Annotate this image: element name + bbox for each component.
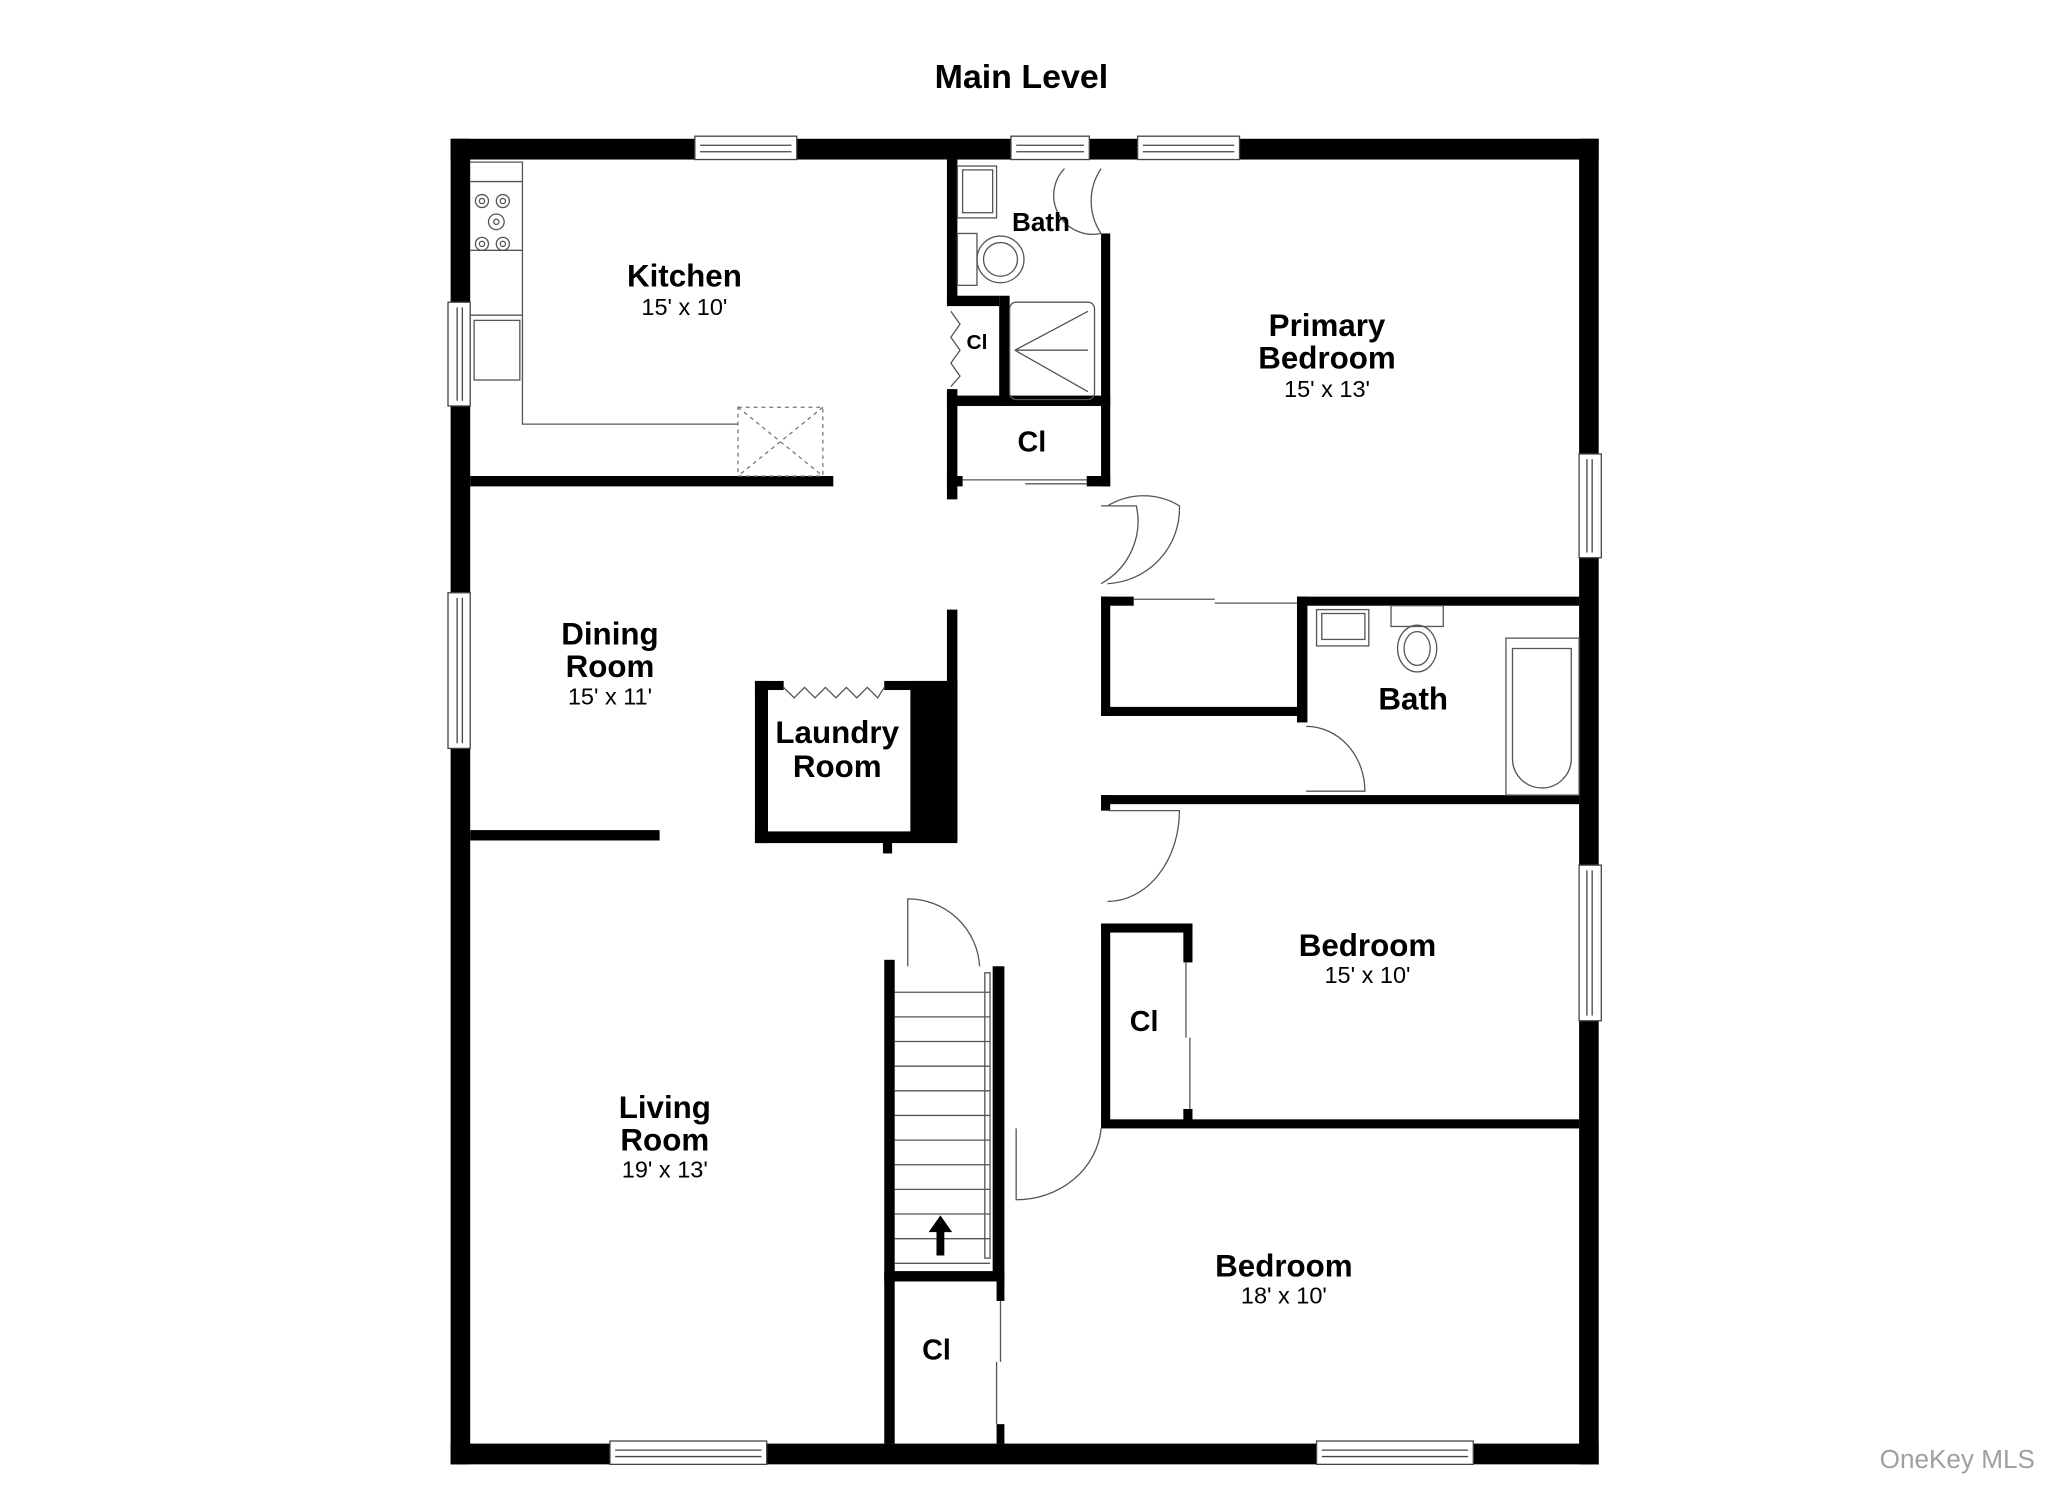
room-name: Cl xyxy=(1130,1006,1159,1038)
fixtures xyxy=(470,161,1580,1425)
room-bedroom-3: Bedroom 18' x 10' xyxy=(1215,1248,1353,1308)
room-dining: Dining Room 15' x 11' xyxy=(561,617,658,710)
windows xyxy=(447,135,1602,1466)
room-size: 19' x 13' xyxy=(622,1157,708,1183)
room-name: Kitchen xyxy=(627,259,742,294)
room-name: Cl xyxy=(967,331,988,354)
room-closet-stair: Cl xyxy=(922,1334,951,1366)
room-hall-bath: Bath xyxy=(1378,682,1448,717)
room-primary-bedroom: Primary Bedroom 15' x 13' xyxy=(1258,308,1396,402)
room-size: 15' x 13' xyxy=(1284,376,1370,402)
room-size: 15' x 11' xyxy=(568,683,652,709)
room-name-line1: Laundry xyxy=(775,715,899,750)
room-living: Living Room 19' x 13' xyxy=(619,1090,711,1183)
room-primary-bath: Bath xyxy=(1012,207,1070,237)
room-name-line2: Room xyxy=(566,649,655,684)
room-kitchen: Kitchen 15' x 10' xyxy=(627,259,742,320)
room-size: 18' x 10' xyxy=(1241,1283,1327,1309)
room-name-line1: Primary xyxy=(1269,308,1386,343)
interior-walls xyxy=(470,159,1580,1444)
room-size: 15' x 10' xyxy=(641,294,727,320)
room-name: Bath xyxy=(1378,682,1448,717)
watermark: OneKey MLS xyxy=(1880,1444,2035,1474)
stairs-up-arrow-icon xyxy=(928,1215,953,1256)
room-name: Bedroom xyxy=(1215,1248,1353,1283)
room-size: 15' x 10' xyxy=(1325,962,1411,988)
floor-title: Main Level xyxy=(935,58,1109,96)
room-laundry: Laundry Room xyxy=(775,715,899,784)
room-name-line2: Room xyxy=(620,1123,709,1158)
room-closet-bedroom-2: Cl xyxy=(1130,1006,1159,1038)
room-name: Bedroom xyxy=(1299,928,1437,963)
room-name: Cl xyxy=(1017,426,1046,458)
room-bedroom-2: Bedroom 15' x 10' xyxy=(1299,928,1437,988)
room-name: Cl xyxy=(922,1334,951,1366)
room-name-line2: Room xyxy=(793,749,882,784)
room-name-line1: Dining xyxy=(561,617,658,652)
room-name: Bath xyxy=(1012,207,1070,237)
room-name-line1: Living xyxy=(619,1090,711,1125)
room-name-line2: Bedroom xyxy=(1258,340,1396,375)
room-closet-small: Cl xyxy=(967,331,988,354)
room-closet-primary: Cl xyxy=(1017,426,1046,458)
